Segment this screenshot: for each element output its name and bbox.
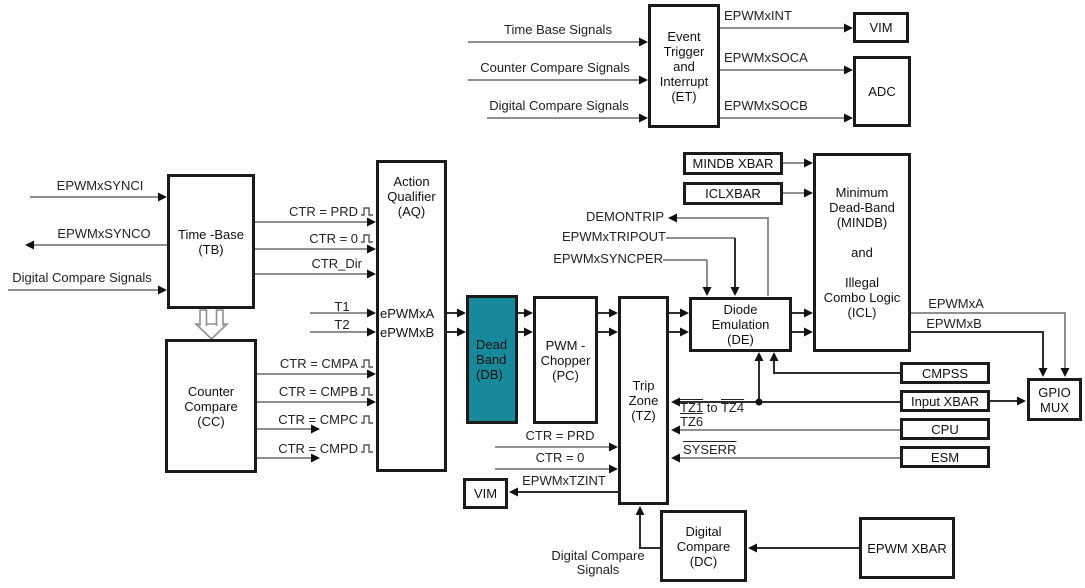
label-t1: T1 bbox=[334, 299, 350, 314]
block-dead-band: Dead Band (DB) bbox=[466, 295, 518, 424]
aq-port-epwmxa: ePWMxA bbox=[380, 306, 435, 321]
label-epwmxtzint: EPWMxTZINT bbox=[522, 473, 606, 488]
gray-wires bbox=[8, 27, 1066, 470]
pulse-icon bbox=[361, 234, 373, 243]
block-epwm-xbar: EPWM XBAR bbox=[859, 517, 955, 579]
pulse-icon bbox=[361, 207, 373, 216]
block-event-trigger: Event Trigger and Interrupt (ET) bbox=[648, 4, 720, 128]
ctr-cmpb-text: CTR = CMPB bbox=[278, 384, 358, 399]
label-tz6: TZ6 bbox=[680, 414, 704, 429]
label-t2: T2 bbox=[334, 317, 350, 332]
block-iclxbar: ICLXBAR bbox=[683, 182, 783, 205]
block-vim-bottom: VIM bbox=[463, 478, 508, 509]
label-epwmxsynci: EPWMxSYNCI bbox=[56, 178, 144, 193]
label-ctr-cmpc: CTR = CMPC bbox=[240, 412, 374, 427]
block-adc: ADC bbox=[853, 56, 911, 127]
label-syserr: SYSERR bbox=[683, 442, 737, 457]
label-digital-compare-signals-left: Digital Compare Signals bbox=[12, 270, 152, 285]
label-ctr-prd-tz: CTR = PRD bbox=[525, 428, 595, 443]
arrowheads bbox=[25, 23, 1070, 553]
ctr-cmpc-text: CTR = CMPC bbox=[278, 412, 358, 427]
label-digital-compare-signals-bottom: Digital Compare Signals bbox=[551, 548, 645, 577]
label-tz1-to-tz4: TZ1 to TZ4 bbox=[680, 387, 744, 415]
ctr-prd-text: CTR = PRD bbox=[289, 204, 358, 219]
block-input-xbar: Input XBAR bbox=[900, 390, 990, 412]
aq-port-epwmxb: ePWMxB bbox=[380, 325, 435, 340]
pulse-icon bbox=[361, 387, 373, 396]
block-counter-compare: Counter Compare (CC) bbox=[165, 339, 257, 473]
pulse-icon bbox=[361, 444, 373, 453]
ctr-0-text: CTR = 0 bbox=[309, 231, 358, 246]
ctr-dir-text: CTR_Dir bbox=[311, 256, 362, 271]
label-time-base-signals: Time Base Signals bbox=[504, 22, 612, 37]
tz4-text: TZ4 bbox=[720, 400, 745, 415]
pulse-icon bbox=[361, 359, 373, 368]
label-ctr-0: CTR = 0 bbox=[246, 231, 374, 246]
block-pwm-chopper: PWM - Chopper (PC) bbox=[533, 296, 598, 424]
block-cpu: CPU bbox=[900, 418, 990, 440]
label-ctr-cmpd: CTR = CMPD bbox=[240, 441, 374, 456]
block-mindb-icl: Minimum Dead-Band (MINDB) and Illegal Co… bbox=[813, 153, 911, 352]
block-esm: ESM bbox=[900, 446, 990, 468]
tz1-text: TZ1 bbox=[680, 400, 704, 415]
label-epwmxsynco: EPWMxSYNCO bbox=[57, 226, 151, 241]
label-epwmxsoca: EPWMxSOCA bbox=[724, 50, 808, 65]
label-ctr-0-tz: CTR = 0 bbox=[535, 450, 585, 465]
label-ctr-dir: CTR_Dir bbox=[246, 256, 362, 271]
label-epwmxsyncper: EPWMxSYNCPER bbox=[553, 251, 663, 266]
block-cmpss: CMPSS bbox=[900, 362, 990, 384]
label-ctr-prd: CTR = PRD bbox=[246, 204, 374, 219]
label-epwmxa: EPWMxA bbox=[928, 296, 984, 311]
block-mindb-xbar: MINDB XBAR bbox=[683, 152, 783, 175]
block-time-base: Time -Base (TB) bbox=[167, 174, 255, 309]
label-epwmxsocb: EPWMxSOCB bbox=[724, 98, 808, 113]
label-demontrip: DEMONTRIP bbox=[586, 209, 664, 224]
tz-to-text: to bbox=[703, 400, 721, 415]
hollow-double-arrow bbox=[194, 309, 229, 341]
block-action-qualifier: Action Qualifier (AQ) bbox=[376, 160, 447, 472]
block-digital-compare: Digital Compare (DC) bbox=[660, 510, 747, 582]
label-epwmxint: EPWMxINT bbox=[724, 8, 792, 23]
label-epwmxb: EPWMxB bbox=[926, 316, 982, 331]
label-ctr-cmpa: CTR = CMPA bbox=[240, 356, 374, 371]
block-gpio-mux: GPIO MUX bbox=[1027, 378, 1082, 421]
block-vim-top: VIM bbox=[853, 12, 909, 43]
aq-label: Action Qualifier (AQ) bbox=[387, 174, 436, 219]
label-digital-compare-signals-top: Digital Compare Signals bbox=[489, 98, 629, 113]
ctr-cmpa-text: CTR = CMPA bbox=[279, 356, 358, 371]
label-epwmxtripout: EPWMxTRIPOUT bbox=[562, 229, 666, 244]
ctr-cmpd-text: CTR = CMPD bbox=[278, 441, 358, 456]
pulse-icon bbox=[361, 415, 373, 424]
label-counter-compare-signals: Counter Compare Signals bbox=[480, 60, 630, 75]
block-trip-zone: Trip Zone (TZ) bbox=[618, 296, 669, 505]
label-ctr-cmpb: CTR = CMPB bbox=[240, 384, 374, 399]
block-diode-emulation: Diode Emulation (DE) bbox=[689, 297, 792, 352]
